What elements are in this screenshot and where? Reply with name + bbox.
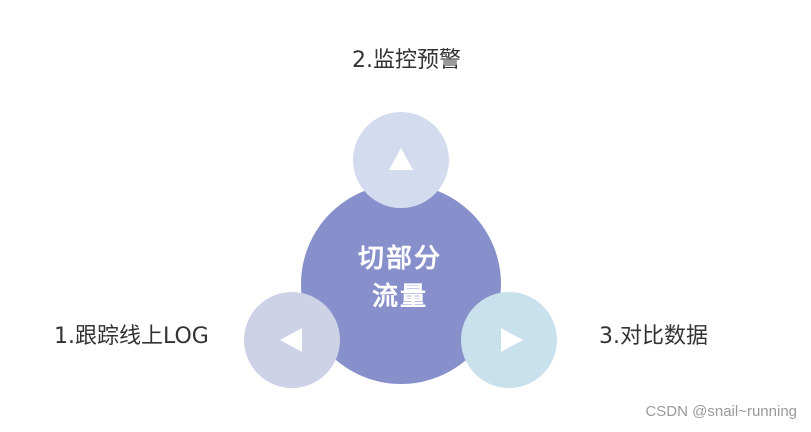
node-label-right: 3.对比数据: [599, 324, 708, 349]
triangle-up-icon: [389, 148, 413, 170]
center-label: 切部分 流量: [300, 240, 500, 316]
triangle-left-icon: [280, 328, 302, 352]
center-circle: [301, 184, 501, 384]
watermark: CSDN @snail~running: [645, 403, 797, 420]
node-label-left: 1.跟踪线上LOG: [54, 324, 209, 349]
triangle-right-icon: [501, 328, 523, 352]
center-label-line1: 切部分: [357, 244, 442, 274]
node-label-top: 2.监控预警: [352, 48, 461, 73]
center-label-line2: 流量: [371, 282, 428, 312]
